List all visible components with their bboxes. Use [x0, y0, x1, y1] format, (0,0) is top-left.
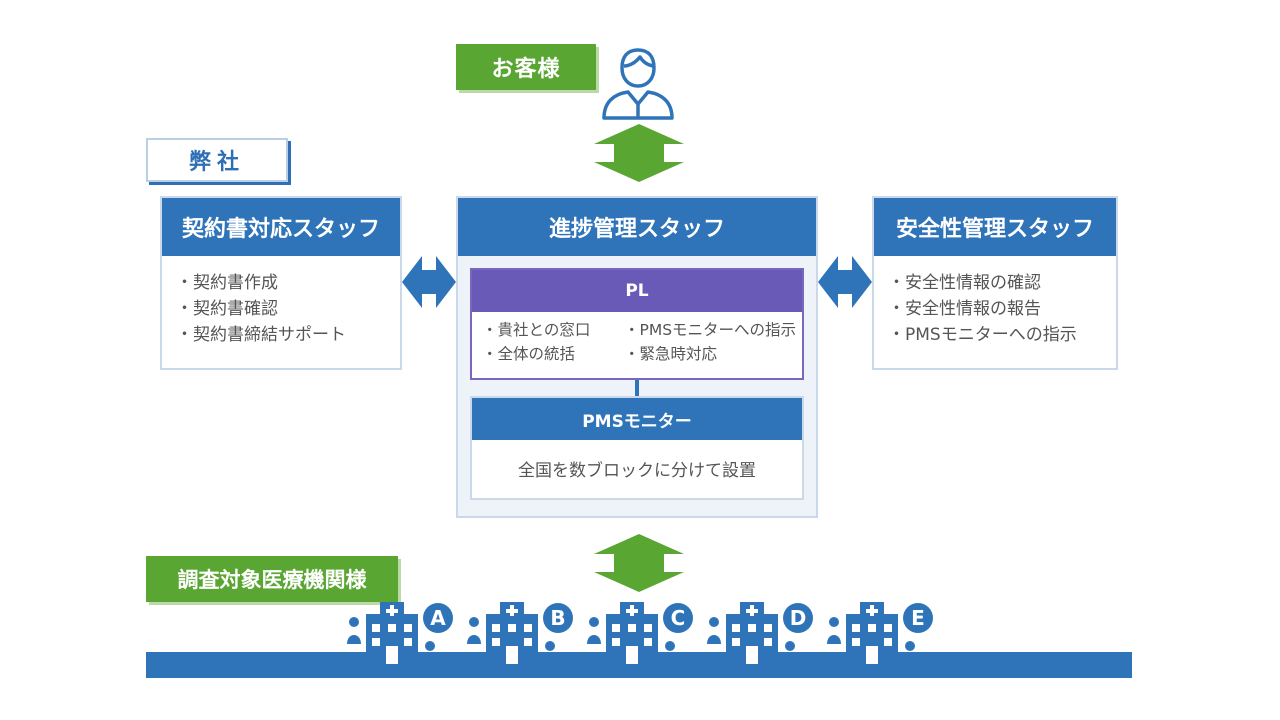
hospital-letter: B: [550, 606, 565, 630]
pms-box: PMSモニター 全国を数ブロックに分けて設置: [470, 396, 804, 500]
contract-staff-list: ・契約書作成 ・契約書確認 ・契約書締結サポート: [162, 256, 400, 348]
pms-body: 全国を数ブロックに分けて設置: [518, 461, 756, 481]
progress-staff-title: 進捗管理スタッフ: [458, 198, 816, 256]
customer-tag: お客様: [456, 44, 596, 90]
contract-staff-box: 契約書対応スタッフ ・契約書作成 ・契約書確認 ・契約書締結サポート: [160, 196, 402, 370]
list-item: ・契約書締結サポート: [176, 325, 346, 345]
list-item: ・全体の統括: [482, 345, 576, 363]
safety-staff-box: 安全性管理スタッフ ・安全性情報の確認 ・安全性情報の報告 ・PMSモニターへの…: [872, 196, 1118, 370]
hospital-letter: E: [911, 606, 925, 630]
pms-title: PMSモニター: [472, 398, 802, 440]
company-tag-label: 弊社: [188, 150, 245, 175]
company-tag: 弊社: [146, 138, 288, 182]
safety-staff-title: 安全性管理スタッフ: [874, 198, 1116, 256]
pl-title: PL: [472, 270, 802, 312]
right-double-arrow-icon: [818, 256, 872, 308]
list-item: ・安全性情報の報告: [888, 299, 1041, 319]
safety-staff-list: ・安全性情報の確認 ・安全性情報の報告 ・PMSモニターへの指示: [874, 256, 1116, 348]
pl-list: ・貴社との窓口 ・PMSモニターへの指示 ・全体の統括 ・緊急時対応: [472, 312, 802, 366]
customer-tag-label: お客様: [491, 57, 561, 82]
list-item: ・契約書確認: [176, 299, 278, 319]
institutions-tag-label: 調査対象医療機関様: [177, 568, 367, 592]
list-item: ・PMSモニターへの指示: [888, 325, 1077, 345]
list-item: ・緊急時対応: [624, 345, 718, 363]
hospital-icon: D: [707, 602, 813, 664]
list-item: ・貴社との窓口: [482, 321, 591, 339]
contract-staff-title: 契約書対応スタッフ: [162, 198, 400, 256]
hospital-icon: A: [347, 602, 453, 664]
hospital-icon: E: [827, 602, 933, 664]
person-icon: [602, 48, 674, 120]
list-item: ・契約書作成: [176, 273, 278, 293]
institutions-tag: 調査対象医療機関様: [146, 556, 398, 602]
list-item: ・PMSモニターへの指示: [624, 321, 797, 339]
hospital-icon: C: [587, 602, 693, 664]
institution-arrow-icon: [594, 534, 684, 592]
hospital-letter: C: [671, 606, 686, 630]
pl-pms-connector: [635, 380, 639, 398]
list-item: ・安全性情報の確認: [888, 273, 1041, 293]
hospital-letter: D: [790, 606, 807, 630]
customer-arrow-icon: [594, 124, 684, 182]
pl-box: PL ・貴社との窓口 ・PMSモニターへの指示 ・全体の統括 ・緊急時対応: [470, 268, 804, 380]
left-double-arrow-icon: [402, 256, 456, 308]
hospital-letter: A: [430, 606, 446, 630]
hospital-icon: B: [467, 602, 573, 664]
